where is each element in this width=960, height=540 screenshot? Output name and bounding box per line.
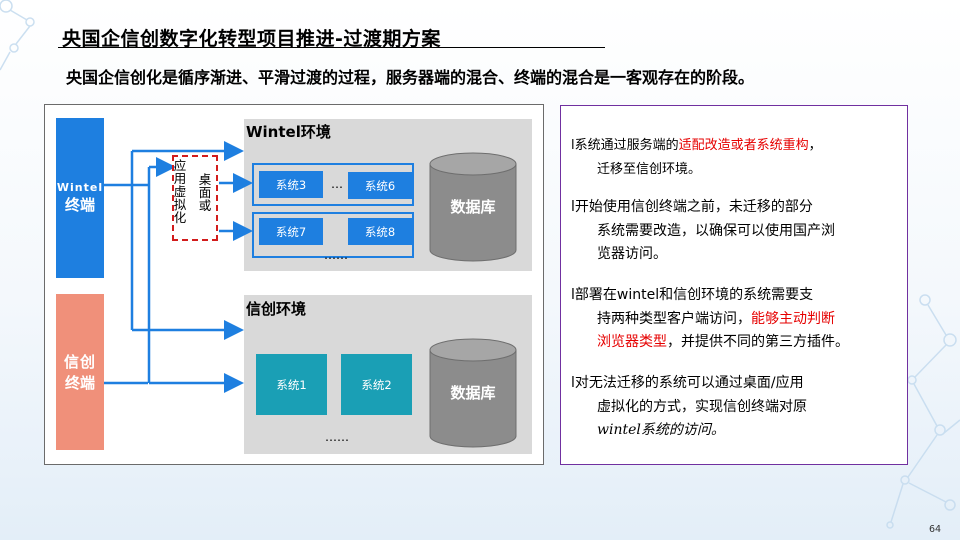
page-title: 央国企信创数字化转型项目推进-过渡期方案 [62, 28, 441, 50]
database-label: 数据库 [450, 384, 496, 402]
ellipsis: …… [324, 248, 348, 262]
system-box: 系统2 [341, 354, 412, 415]
notes-panel: l系统通过服务端的适配改造或者系统重构， 迁移至信创环境。 l开始使用信创终端之… [560, 105, 908, 465]
bullet-marker: l [571, 199, 575, 215]
bullet-marker: l [571, 375, 575, 391]
highlight-text: 能够主动判断 [751, 310, 835, 327]
highlight-text: 适配改造或者系统重构 [678, 138, 809, 153]
bullet-item: l对无法迁移的系统可以通过桌面/应用 虚拟化的方式，实现信创终端对原 winte… [571, 375, 807, 438]
title-underline [58, 47, 605, 48]
wintel-terminal-line2: 终端 [64, 196, 95, 214]
xc-terminal: 信创 终端 [56, 294, 104, 450]
page-subtitle: 央国企信创化是循序渐进、平滑过渡的过程，服务器端的混合、终端的混合是一客观存在的… [66, 68, 755, 87]
bullet-item: l系统通过服务端的适配改造或者系统重构， 迁移至信创环境。 [571, 138, 822, 177]
ellipsis: … [331, 177, 343, 191]
system-box: 系统8 [348, 218, 412, 245]
xc-env-label: 信创环境 [246, 300, 307, 318]
system-group-bottom [252, 212, 414, 258]
wintel-terminal: Wintel 终端 [56, 118, 104, 278]
database-label: 数据库 [450, 198, 496, 216]
bullet-marker: l [571, 138, 575, 153]
wintel-terminal-line1: Wintel [56, 181, 104, 194]
architecture-diagram: Wintel 终端 信创 终端 应用虚拟化 桌面或 Wintel环境 系统3 …… [44, 104, 544, 465]
xc-terminal-line1: 信创 [63, 353, 96, 371]
bullet-item: l开始使用信创终端之前，未迁移的部分 系统需要改造，以确保可以使用国产浏 览器访… [571, 199, 835, 262]
bullet-item: l部署在wintel和信创环境的系统需要支 持两种类型客户端访问，能够主动判断 … [571, 287, 849, 350]
wintel-env-label: Wintel环境 [246, 123, 331, 141]
system-box: 系统1 [256, 354, 327, 415]
virtualization-label-right: 桌面或 [198, 172, 212, 213]
system-group-top [252, 163, 414, 206]
virtualization-box [172, 155, 218, 241]
xc-terminal-line2: 终端 [64, 374, 95, 392]
bullet-marker: l [571, 287, 575, 303]
database-icon: 数据库 [429, 338, 517, 448]
database-icon: 数据库 [429, 152, 517, 262]
system-box: 系统7 [259, 218, 323, 245]
highlight-text: 浏览器类型 [597, 334, 667, 350]
virtualization-label-left: 应用虚拟化 [173, 158, 187, 225]
page-number: 64 [929, 524, 942, 535]
ellipsis: …… [325, 430, 349, 444]
connector-arrows [104, 141, 253, 393]
system-box: 系统3 [259, 171, 323, 198]
system-box: 系统6 [348, 172, 412, 199]
